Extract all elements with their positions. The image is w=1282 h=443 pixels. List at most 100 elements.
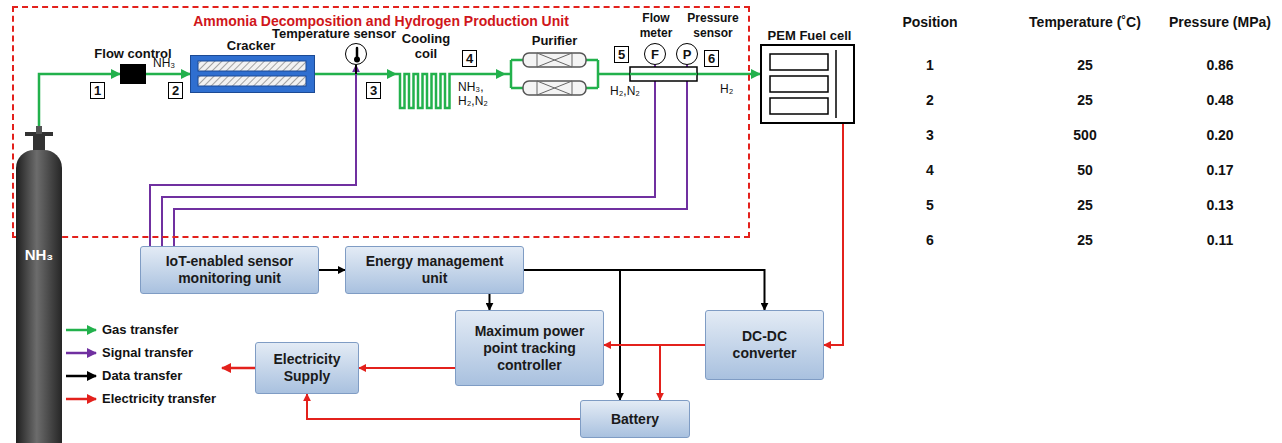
gas-label: NH₃, H₂,N₂ [458,80,502,108]
cooling-coil: Cooling coil [396,64,456,112]
node-heading: Pressure sensor [681,11,745,41]
node-label: NH₃ [16,246,62,263]
gas-label: NH₃ [153,56,187,70]
legend-text: Electricity transfer [102,391,216,406]
callout-number: 2 [168,82,183,99]
table-cell: 0.48 [1145,92,1282,108]
process-box: Maximum power point tracking controller [455,310,604,386]
cell-plate [770,54,828,70]
process-box: Energy management unit [345,246,524,294]
data-line [319,269,345,271]
meter-pipe [630,73,697,76]
node-label: Battery [606,408,664,431]
process-box: Electricity Supply [255,342,359,394]
gas-pipe [39,74,120,150]
legend-arrow [66,398,96,401]
node-heading: Purifier [520,33,590,48]
gas-pipe [456,73,505,76]
node-label: IoT-enabled sensor monitoring unit [141,250,318,290]
node-label: F [651,48,659,61]
temperature-sensor: Temperature sensor [345,43,367,65]
cylinder-valve [25,126,53,151]
sensor-stem [355,65,357,74]
table-cell: 4 [855,162,1005,178]
process-box: IoT-enabled sensor monitoring unit [140,246,319,294]
node-label: P [683,48,692,61]
cell-plate [770,76,828,92]
table-cell: 25 [1010,232,1160,248]
table-cell: 6 [855,232,1005,248]
purifier-vessel [523,53,586,67]
callout-number: 6 [704,50,719,67]
power-line [307,394,580,419]
gas-label: H₂,N₂ [610,84,650,98]
heating-element [198,61,306,71]
table-cell: 0.13 [1145,197,1282,213]
cracker-reactor: Cracker [190,55,315,93]
table-header: Position [855,14,1005,30]
power-line [660,345,705,400]
gas-label: H₂ [720,82,746,96]
table-cell: 50 [1010,162,1160,178]
gas-pipe [604,73,760,76]
table-cell: 2 [855,92,1005,108]
legend-samples [66,330,96,399]
node-heading: Cooling coil [395,31,457,61]
heating-element [198,76,306,86]
process-box: Battery [580,400,690,438]
node-art [762,46,857,126]
table-header: Pressure (MPa) [1145,14,1282,30]
node-art [396,64,456,112]
node-heading: PEM Fuel cell [754,28,866,43]
purifier: Purifier [505,51,604,97]
power-line [359,367,455,369]
table-cell: 0.17 [1145,162,1282,178]
table-cell: 3 [855,127,1005,143]
node-heading: Flow meter [633,11,679,41]
data-line [524,270,765,310]
legend-arrow [66,375,96,378]
supply-output-arrow [222,367,255,370]
meter-body [630,67,697,81]
table-cell: 0.11 [1145,232,1282,248]
table-cell: 0.20 [1145,127,1282,143]
flow-control-valve: Flow control [120,64,146,84]
callout-number: 1 [90,82,105,99]
cell-plate [770,98,828,114]
callout-number: 3 [366,82,381,99]
gas-pipe [146,73,190,76]
table-cell: 25 [1010,197,1160,213]
process-box: DC-DC converter [705,310,824,380]
callout-number: 5 [614,46,629,63]
table-cell: 5 [855,197,1005,213]
table-cell: 1 [855,57,1005,73]
table-header: Temperature (˚C) [1010,14,1160,30]
legend-arrow [66,329,96,332]
callout-number: 4 [462,50,477,67]
node-label: Energy management unit [346,250,523,290]
table-cell: 500 [1010,127,1160,143]
legend-text: Gas transfer [102,322,179,337]
flow-meter: Flow meterF [644,43,666,65]
coil-windings [396,74,456,108]
node-label: DC-DC converter [706,325,823,365]
data-line [489,294,491,310]
node-art [346,44,368,66]
power-line [824,124,843,345]
table-cell: 25 [1010,57,1160,73]
legend-text: Signal transfer [102,345,193,360]
purifier-vessel [523,81,586,95]
node-art [505,51,604,97]
fuel-cell: PEM Fuel cell [760,44,855,124]
table-cell: 25 [1010,92,1160,108]
node-heading: Temperature sensor [268,26,400,41]
pressure-sensor: Pressure sensorP [676,43,698,65]
node-label: Maximum power point tracking controller [456,320,603,377]
node-label: Electricity Supply [256,348,358,388]
unit-region: Ammonia Decomposition and Hydrogen Produ… [12,6,750,238]
node-art [191,56,316,94]
legend-text: Data transfer [102,368,182,383]
table-cell: 0.86 [1145,57,1282,73]
